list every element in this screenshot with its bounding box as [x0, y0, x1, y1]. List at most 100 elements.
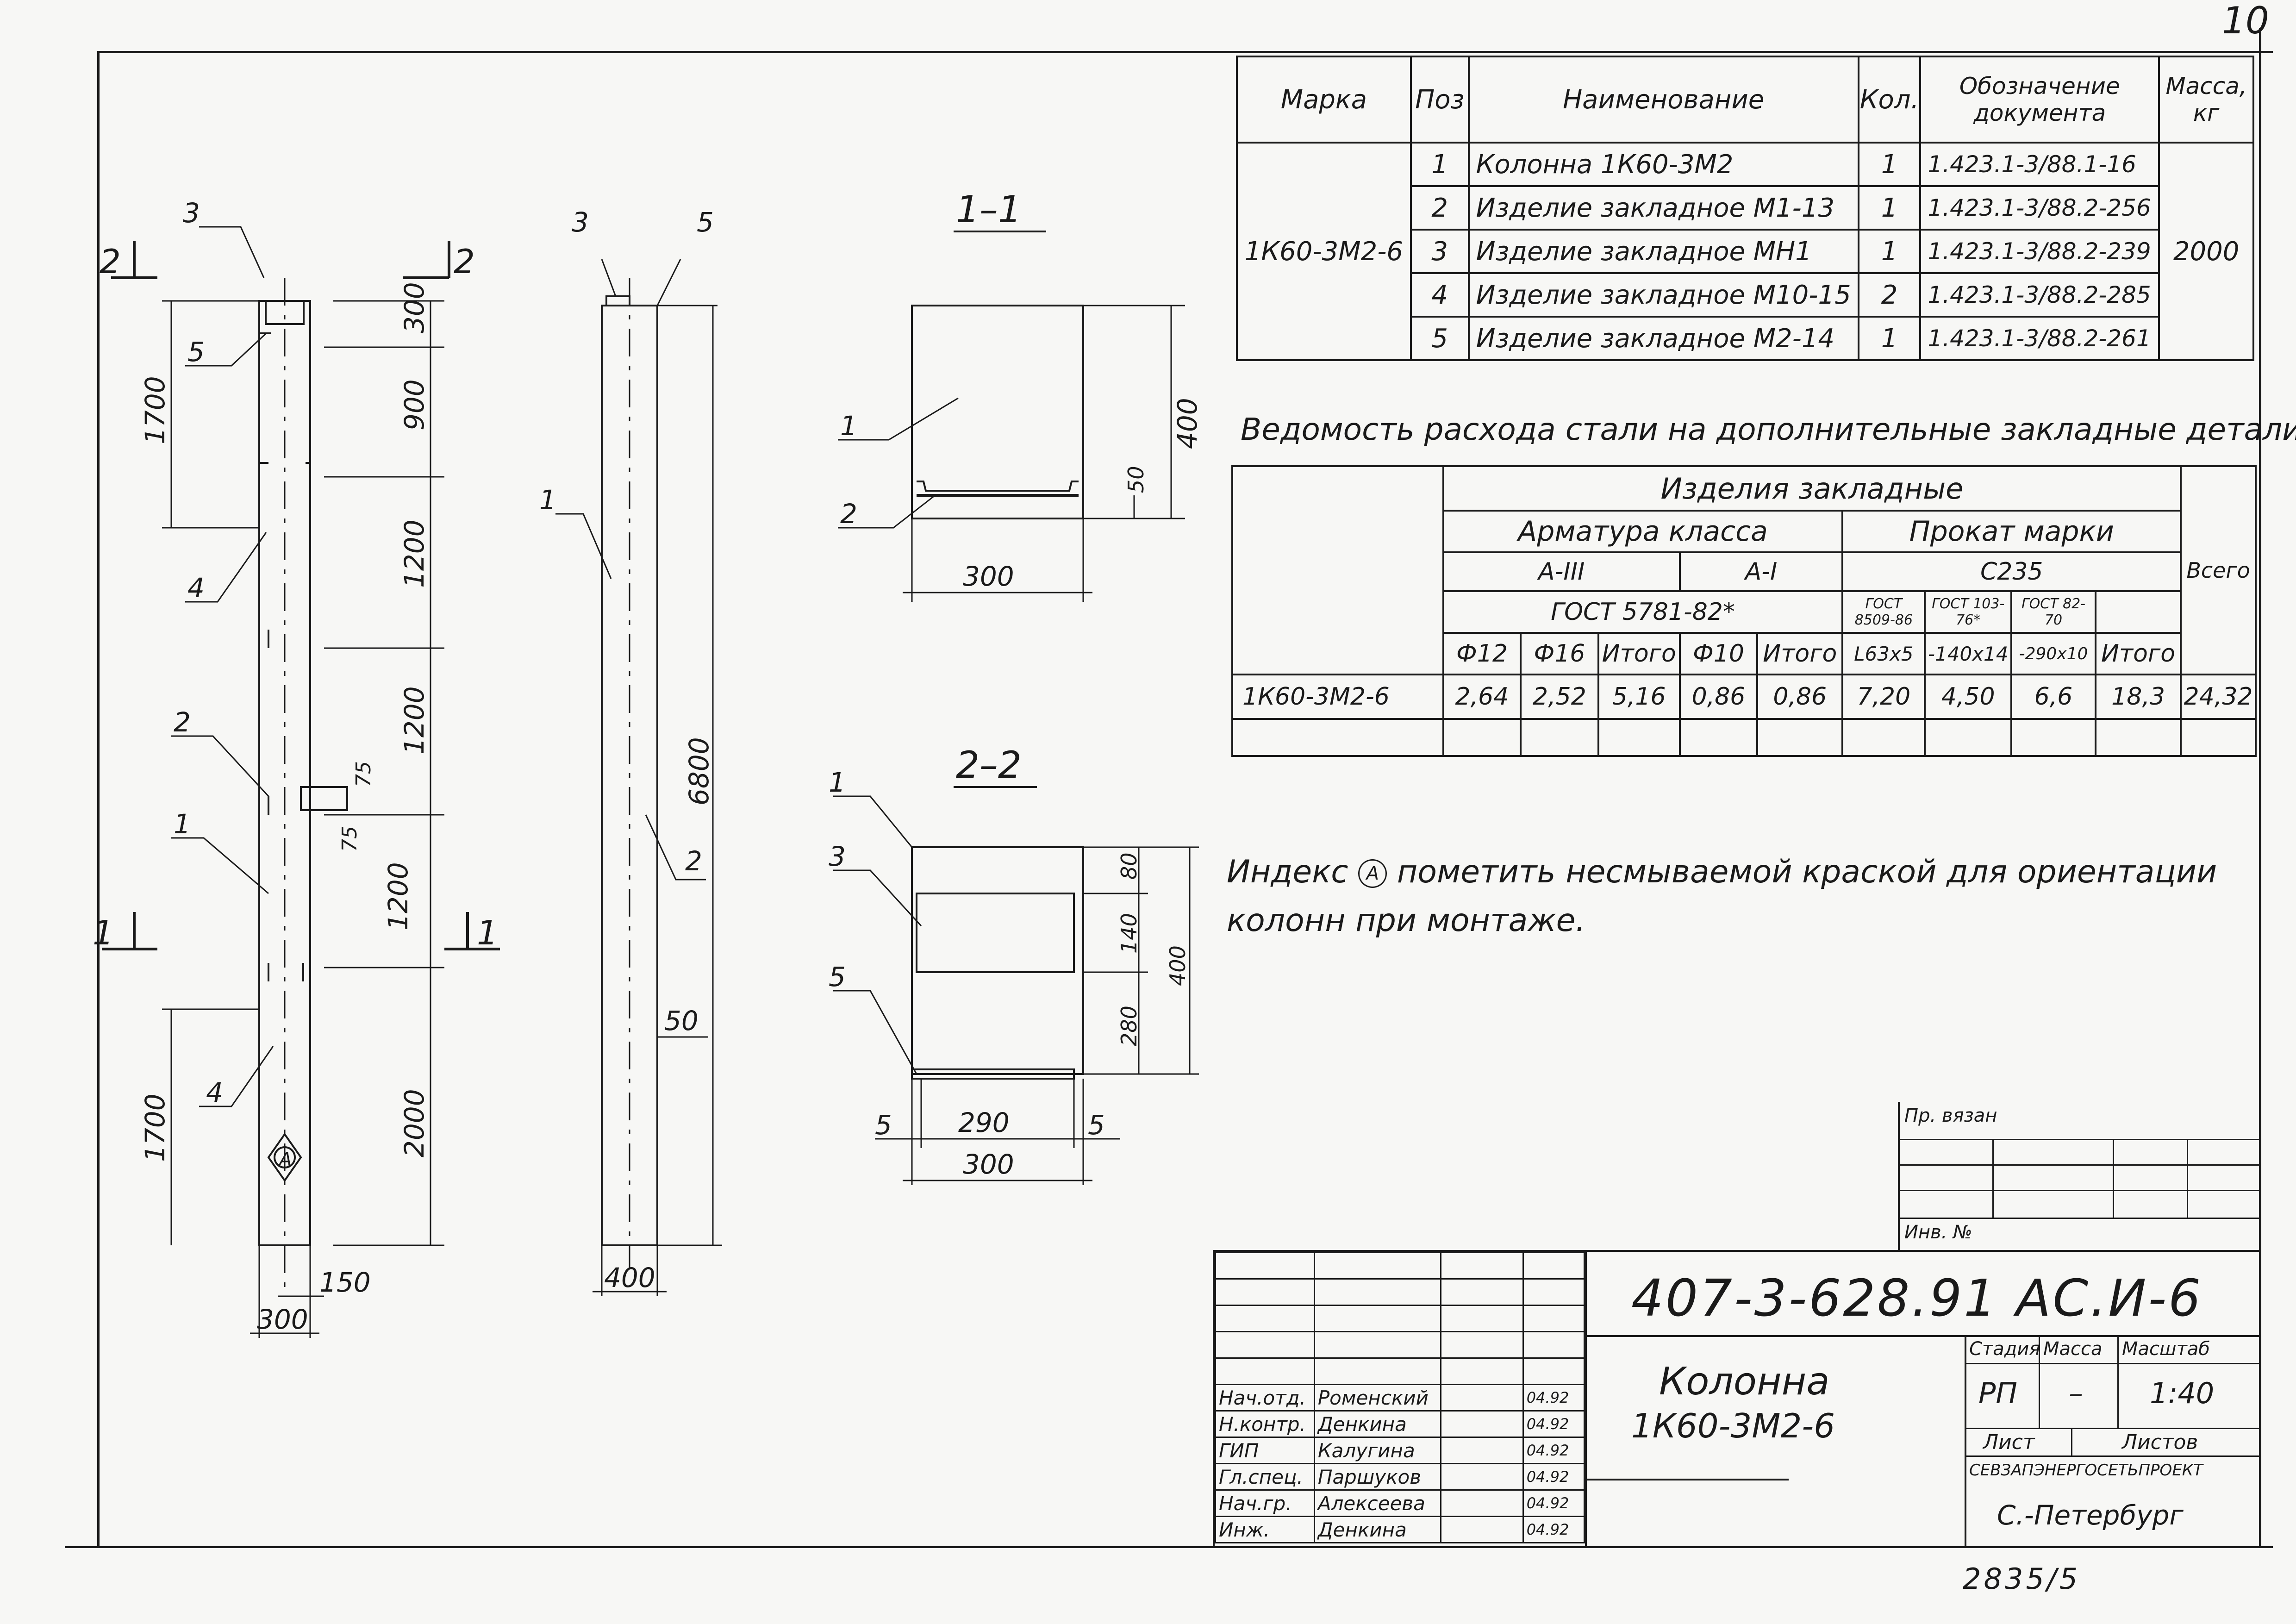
dim-sec22-400: 400 — [1165, 945, 1190, 986]
staff-name: Роменский — [1313, 1384, 1441, 1412]
steel-val: 18,3 — [2094, 674, 2182, 720]
spec-row-pos: 3 — [1410, 229, 1470, 274]
steel-consumption-table: Изделия закладные Всего Арматура класса … — [1231, 465, 2257, 757]
spec-row-doc: 1.423.1-3/88.1-16 — [1919, 142, 2160, 187]
staff-role: Нач.отд. — [1215, 1384, 1315, 1412]
dim-150: 150 — [319, 1267, 371, 1298]
spec-row-name: Изделие закладное МН1 — [1467, 229, 1859, 274]
spec-row-name: Колонна 1К60-3М2 — [1467, 142, 1859, 187]
cut-mark-1-right: 1 — [477, 913, 498, 952]
staff-date: 04.92 — [1522, 1437, 1585, 1464]
dim-sec22-5-right: 5 — [1088, 1109, 1105, 1141]
dim-sec22-300: 300 — [963, 1149, 1014, 1180]
spec-row-doc: 1.423.1-3/88.2-261 — [1919, 316, 2160, 361]
spec-header-mass: Масса, кг — [2158, 56, 2254, 144]
steel-header-a1: А-I — [1678, 551, 1844, 592]
index-marker-label: А — [278, 1149, 292, 1170]
staff-role: Гл.спец. — [1215, 1463, 1315, 1491]
signature-table: Нач.отд. Роменский 04.92 Н.контр. Денкин… — [1215, 1252, 1585, 1543]
spec-row-pos: 1 — [1410, 142, 1470, 187]
steel-header-gost2: ГОСТ 103-76* — [1924, 590, 2013, 634]
spec-header-name: Наименование — [1467, 56, 1859, 144]
binding-label: Пр. вязан — [1904, 1105, 1997, 1126]
drawing-name-line1: Колонна — [1659, 1360, 1830, 1404]
dim-300-bottom: 300 — [257, 1304, 308, 1335]
callout-2-side: 2 — [685, 845, 702, 877]
dim-300: 300 — [399, 282, 430, 333]
note-text-a: пометить несмываемой краской для ориента… — [1397, 854, 2217, 890]
steel-col-total-prokat: Итого — [2094, 632, 2182, 675]
staff-role: Нач.гр. — [1215, 1489, 1315, 1517]
dim-sec11-400: 400 — [1172, 398, 1203, 449]
spec-row-qty: 1 — [1857, 316, 1922, 361]
front-embed-m10 — [300, 786, 348, 811]
steel-val: 0,86 — [1678, 674, 1759, 720]
staff-role: Н.контр. — [1215, 1410, 1315, 1438]
steel-col-f12: Ф12 — [1442, 632, 1522, 675]
staff-role: Инж. — [1215, 1516, 1315, 1543]
dim-400-side: 400 — [604, 1262, 655, 1293]
dim-sec11-50: 50 — [1123, 466, 1148, 493]
staff-role: ГИП — [1215, 1437, 1315, 1464]
cut-mark-2-left: 2 — [100, 242, 121, 281]
steel-val: 6,6 — [2010, 674, 2096, 720]
title-block: Нач.отд. Роменский 04.92 Н.контр. Денкин… — [1213, 1250, 2261, 1548]
steel-header-blank — [2094, 590, 2182, 634]
scale-value: 1:40 — [2150, 1376, 2215, 1410]
signature-cell — [1440, 1463, 1524, 1491]
callout-4b-front: 4 — [206, 1077, 223, 1108]
spec-row-pos: 5 — [1410, 316, 1470, 361]
steel-val: 5,16 — [1597, 674, 1681, 720]
steel-col-total-a1: Итого — [1756, 632, 1844, 675]
steel-val: 4,50 — [1924, 674, 2013, 720]
steel-header-c235: С235 — [1841, 551, 2182, 592]
callout-5-side: 5 — [697, 206, 714, 238]
callout-1-side: 1 — [539, 484, 556, 516]
spec-row-name: Изделие закладное М2-14 — [1467, 316, 1859, 361]
section-1-1-outline — [911, 305, 1084, 519]
steel-col-290: -290x10 — [2010, 632, 2096, 675]
spec-row-pos: 2 — [1410, 185, 1470, 231]
staff-name: Алексеева — [1313, 1489, 1441, 1517]
staff-name: Денкина — [1313, 1410, 1441, 1438]
staff-date: 04.92 — [1522, 1489, 1585, 1517]
callout-3-side: 3 — [572, 206, 589, 238]
steel-val: 0,86 — [1756, 674, 1844, 720]
dim-sec22-140: 140 — [1117, 913, 1142, 954]
steel-header-prokat: Прокат марки — [1841, 510, 2182, 553]
index-marker-diamond — [267, 1132, 302, 1182]
sheet-frame-bottom — [65, 1546, 2273, 1548]
dim-75b: 75 — [338, 826, 362, 852]
spec-row-qty: 1 — [1857, 185, 1922, 231]
callout-3-front: 3 — [183, 197, 200, 229]
cut-mark-1-left: 1 — [93, 913, 114, 952]
callout-2-front: 2 — [174, 706, 191, 738]
sheets-header: Листов — [2122, 1430, 2198, 1454]
spec-mark: 1К60-3М2-6 — [1236, 142, 1412, 361]
specification-table: Марка Поз Наименование Кол. Обозначение … — [1236, 56, 2254, 361]
organization-city: С.-Петербург — [1997, 1499, 2184, 1531]
signature-cell — [1440, 1384, 1524, 1412]
dim-2000: 2000 — [399, 1089, 430, 1157]
sheet-header: Лист — [1983, 1430, 2035, 1454]
steel-col-f16: Ф16 — [1520, 632, 1599, 675]
spec-row-pos: 4 — [1410, 272, 1470, 318]
steel-val: 7,20 — [1841, 674, 1926, 720]
staff-date: 04.92 — [1522, 1410, 1585, 1438]
spec-header-qty: Кол. — [1857, 56, 1922, 144]
dim-75a: 75 — [352, 761, 375, 787]
inv-label: Инв. № — [1904, 1222, 1972, 1243]
spec-header-pos: Поз — [1410, 56, 1470, 144]
steel-header-gost-arm: ГОСТ 5781-82* — [1442, 590, 1844, 634]
callout-5-front: 5 — [187, 336, 205, 368]
steel-header-a3: А-III — [1442, 551, 1681, 592]
steel-header-arm: Арматура класса — [1442, 510, 1844, 553]
note-index-word: Индекс — [1227, 854, 1348, 890]
staff-name: Калугина — [1313, 1437, 1441, 1464]
staff-date: 04.92 — [1522, 1463, 1585, 1491]
sheet-frame-left — [97, 51, 100, 1546]
staff-name: Паршуков — [1313, 1463, 1441, 1491]
spec-header-mark: Марка — [1236, 56, 1412, 144]
cut-mark-2-right: 2 — [454, 242, 475, 281]
